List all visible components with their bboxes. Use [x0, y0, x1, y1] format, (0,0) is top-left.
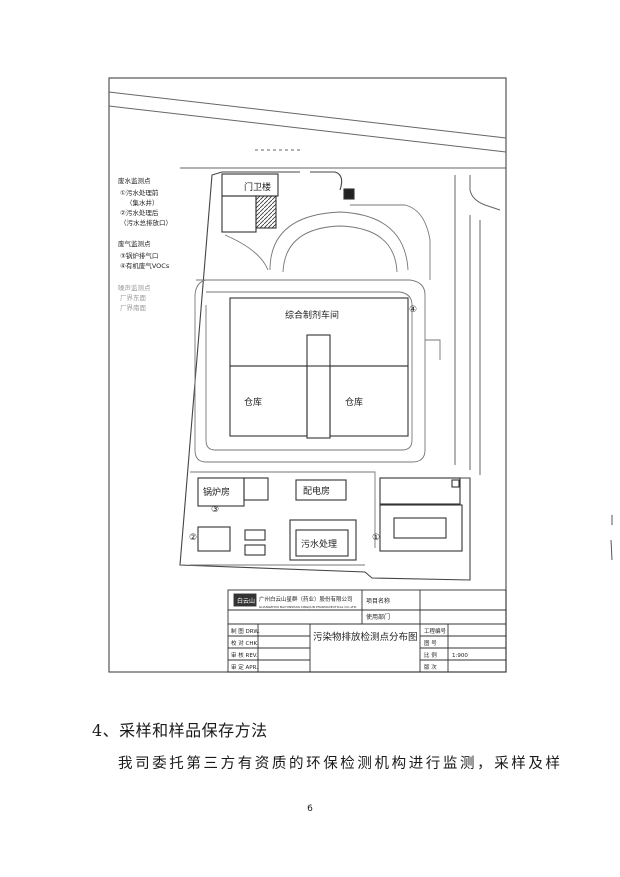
power-room: [295, 479, 347, 501]
apr-label: 审 定 APR.: [231, 663, 258, 671]
chk-label: 校 对 CHK.: [231, 639, 259, 647]
scale-value: 1:900: [452, 653, 468, 659]
code-label: 工程编号: [424, 627, 447, 635]
legend-water-2: ②污水处理后: [120, 208, 159, 217]
connector: [306, 334, 331, 439]
boiler-annex: [243, 477, 269, 501]
rev-label: 审 核 REV.: [231, 651, 258, 659]
version-label: 版 次: [424, 663, 437, 671]
label-top-house: 门卫楼: [244, 181, 271, 193]
right-inner: [393, 517, 447, 539]
tank2: [244, 544, 266, 556]
tank: [244, 529, 266, 541]
small-bldg: [197, 526, 231, 552]
project-label: 项目名称: [366, 597, 390, 605]
company-name-en: GUANGZHOU BAIYUNSHAN XINGQUN PHARMACEUTI…: [259, 605, 357, 609]
buildings: [197, 173, 463, 561]
legend: 废水监测点 ①污水处理前 （集水井） ②污水处理后 （污水总排放口） 废气监测点…: [118, 176, 172, 312]
site-boundary: [179, 171, 471, 581]
legend-water-1b: （集水井）: [126, 198, 159, 207]
logo-text: 白云山: [237, 597, 255, 605]
site-plan-drawing: 门卫楼 综合制剂车间 仓库 仓库 锅炉房 配电房 污水处理 ④ ③ ② ① 废水…: [108, 77, 613, 673]
scale-label: 比 例: [424, 651, 437, 659]
label-main-workshop: 综合制剂车间: [285, 309, 339, 321]
mark-4: ④: [409, 305, 417, 315]
workshop-bottom: [295, 529, 349, 557]
legend-air-title: 废气监测点: [118, 239, 151, 248]
road-lines: [108, 91, 507, 475]
legend-noise-title: 噪声监测点: [118, 283, 151, 292]
right-block: [379, 504, 463, 552]
mark-2: ②: [189, 533, 197, 543]
legend-air-4: ④有机废气VOCs: [120, 261, 170, 270]
mark-3: ③: [211, 505, 219, 515]
legend-noise-2: 厂界南面: [120, 303, 147, 312]
dept-label: 使用部门: [366, 613, 390, 621]
legend-water-1: ①污水处理前: [120, 188, 159, 197]
legend-water-title: 废水监测点: [118, 176, 151, 185]
mark-1: ①: [372, 533, 380, 543]
legend-air-3: ③锅炉排气口: [120, 251, 158, 260]
label-workshop-bottom: 污水处理: [301, 538, 337, 550]
right-top: [379, 477, 461, 505]
square-marker: [343, 188, 355, 200]
ws-outline: [289, 519, 357, 561]
title-block: [227, 589, 507, 673]
internal-roads: [190, 204, 441, 566]
page-number: 6: [307, 804, 313, 814]
drawing-title: 污染物排放检测点分布图: [313, 631, 418, 643]
main-workshop: [229, 297, 409, 367]
legend-noise-1: 厂界东面: [120, 293, 147, 302]
section-heading: 4、采样和样品保存方法: [92, 721, 268, 740]
body-paragraph: 我司委托第三方有资质的环保检测机构进行监测，采样及样: [118, 756, 563, 772]
label-warehouse-right: 仓库: [345, 396, 363, 408]
label-boiler-room: 锅炉房: [203, 486, 230, 498]
building-labels: 门卫楼 综合制剂车间 仓库 仓库 锅炉房 配电房 污水处理 ④ ③ ② ①: [189, 181, 417, 550]
sheet-label: 图 号: [424, 639, 437, 647]
drw-label: 制 图 DRW.: [231, 627, 260, 635]
label-power-room: 配电房: [303, 485, 330, 497]
square-marker2: [451, 479, 460, 488]
label-warehouse-left: 仓库: [244, 396, 262, 408]
top-annex: [221, 195, 257, 233]
company-name-cn: 广州白云山星群（药业）股份有限公司: [259, 595, 353, 603]
hatched-block: [255, 195, 277, 229]
title-block-text: 白云山 广州白云山星群（药业）股份有限公司 GUANGZHOU BAIYUNSH…: [231, 595, 468, 671]
warehouse-left: [229, 365, 308, 437]
legend-water-2b: （污水总排放口）: [120, 218, 172, 227]
warehouse-right: [329, 365, 409, 437]
edge-marks: [610, 515, 613, 561]
